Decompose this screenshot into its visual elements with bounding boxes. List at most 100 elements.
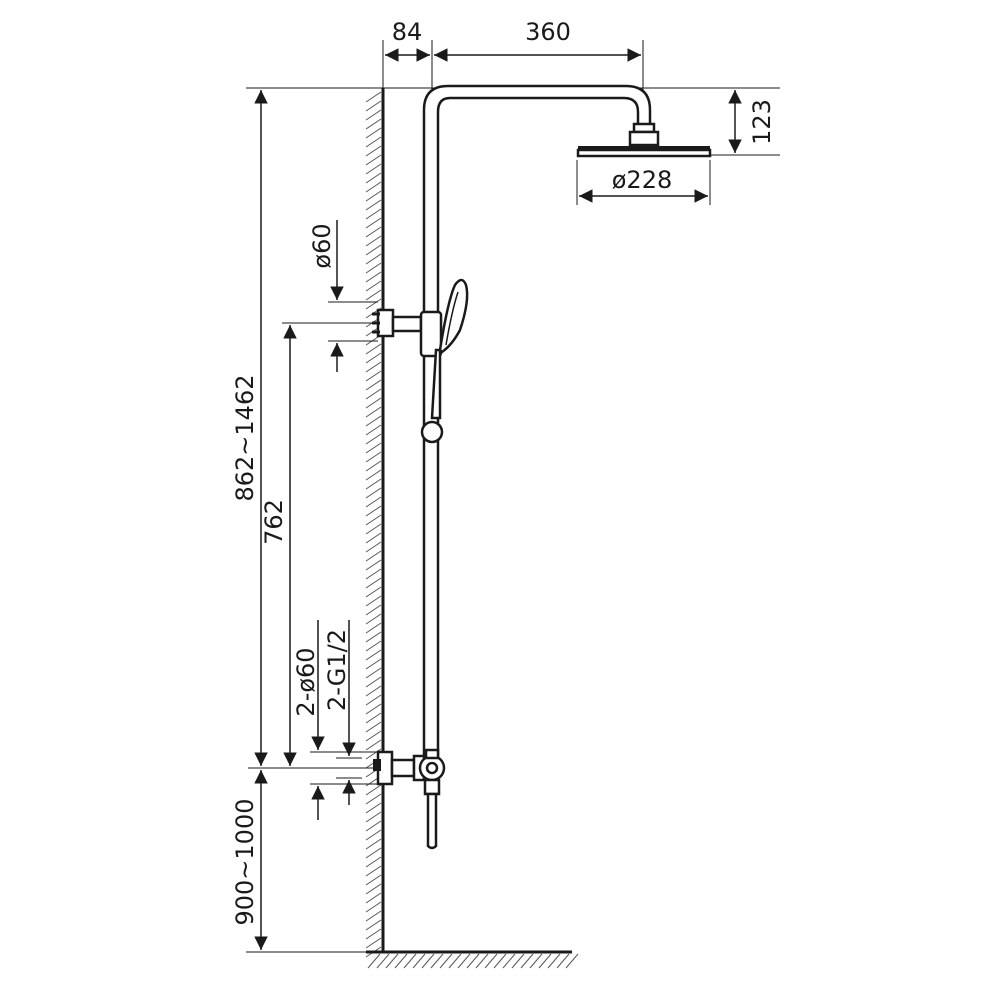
- wall-hatch-line: [365, 550, 382, 562]
- slider-knob: [420, 420, 444, 444]
- wall-hatch-line: [365, 703, 382, 715]
- total-height-label: 862~1462: [231, 375, 259, 502]
- floor-hatch-line: [430, 953, 444, 969]
- diverter-knob: [425, 761, 439, 775]
- wall-hatch-line: [365, 883, 382, 895]
- wall-hatch-line: [365, 109, 382, 121]
- wall-hatch-line: [365, 676, 382, 688]
- wall: [365, 88, 385, 958]
- wall-hatch-line: [365, 136, 382, 148]
- holder-arm: [391, 315, 423, 333]
- wall-hatch-line: [365, 217, 382, 229]
- floor-hatch-line: [520, 953, 534, 969]
- hand-shower-handle: [430, 348, 442, 420]
- floor: [366, 950, 579, 969]
- outlet-nut: [423, 778, 441, 796]
- wall-hatch-line: [365, 388, 382, 400]
- arm-reach-label: 360: [525, 18, 571, 46]
- wall-hatch-line: [365, 397, 382, 409]
- diverter-valve: [373, 748, 446, 850]
- overhead-shower-head: [576, 122, 712, 158]
- shower-column: [372, 84, 712, 850]
- wall-hatch-line: [365, 415, 382, 427]
- wall-hatch-line: [365, 118, 382, 130]
- wall-hatch-line: [365, 460, 382, 472]
- wall-hatch-line: [365, 505, 382, 517]
- wall-hatch-line: [365, 847, 382, 859]
- wall-hatch-line: [365, 298, 382, 310]
- wall-hatch-line: [365, 739, 382, 751]
- floor-hatch-line: [376, 953, 390, 969]
- wall-hatch-line: [365, 379, 382, 391]
- floor-hatching: [367, 953, 579, 969]
- floor-hatch-line: [385, 953, 399, 969]
- wall-hatch-line: [365, 226, 382, 238]
- wall-hatch-line: [365, 838, 382, 850]
- head-ball-joint: [628, 130, 660, 147]
- wall-hatch-line: [365, 910, 382, 922]
- wall-hatch-line: [365, 748, 382, 760]
- holder-clamp: [419, 310, 443, 358]
- wall-hatch-line: [365, 622, 382, 634]
- head-diameter-label: ø228: [612, 166, 673, 194]
- wall-hatch-line: [365, 730, 382, 742]
- wall-hatch-line: [365, 658, 382, 670]
- wall-hatch-line: [365, 604, 382, 616]
- wall-hatch-line: [365, 667, 382, 679]
- wall-hatch-line: [365, 865, 382, 877]
- floor-hatch-line: [457, 953, 471, 969]
- wall-offset-label: 84: [392, 18, 423, 46]
- wall-hatch-line: [365, 433, 382, 445]
- wall-hatch-line: [365, 640, 382, 652]
- floor-hatch-line: [493, 953, 507, 969]
- wall-hatch-line: [365, 469, 382, 481]
- floor-hatch-line: [403, 953, 417, 969]
- wall-hatch-line: [365, 514, 382, 526]
- wall-hatch-line: [365, 262, 382, 274]
- wall-hatch-line: [365, 271, 382, 283]
- inlet-to-holder-label: 762: [260, 499, 288, 545]
- floor-hatch-line: [547, 953, 561, 969]
- wall-hatch-line: [365, 631, 382, 643]
- wall-hatch-line: [365, 163, 382, 175]
- floor-hatch-line: [484, 953, 498, 969]
- wall-hatch-line: [365, 829, 382, 841]
- wall-hatch-line: [365, 685, 382, 697]
- wall-hatch-line: [365, 100, 382, 112]
- wall-hatch-line: [365, 928, 382, 940]
- wall-hatch-line: [365, 649, 382, 661]
- wall-hatch-line: [365, 820, 382, 832]
- riser-bottom-nut: [424, 748, 440, 760]
- wall-hatch-line: [365, 478, 382, 490]
- wall-hatch-line: [365, 442, 382, 454]
- floor-hatch-line: [502, 953, 516, 969]
- wall-hatch-line: [365, 208, 382, 220]
- wall-hatch-line: [365, 532, 382, 544]
- wall-hatch-line: [365, 343, 382, 355]
- wall-hatch-line: [365, 235, 382, 247]
- hand-shower-face-line: [445, 291, 459, 346]
- wall-hatch-line: [365, 190, 382, 202]
- inlet-connector: [390, 758, 416, 778]
- holder-diameter-label: ø60: [308, 223, 336, 268]
- wall-hatch-line: [365, 523, 382, 535]
- bottom-outlet-spout: [426, 792, 438, 850]
- wall-hatch-line: [365, 289, 382, 301]
- head-drop-label: 123: [748, 99, 776, 145]
- wall-hatch-line: [365, 793, 382, 805]
- floor-hatch-line: [538, 953, 552, 969]
- wall-hatch-line: [365, 721, 382, 733]
- wall-hatch-line: [365, 181, 382, 193]
- wall-hatch-line: [365, 253, 382, 265]
- floor-hatch-line: [475, 953, 489, 969]
- wall-hatch-line: [365, 451, 382, 463]
- wall-hatch-line: [365, 370, 382, 382]
- wall-hatch-line: [365, 937, 382, 949]
- dimension-lines: [254, 48, 742, 950]
- wall-hatch-line: [365, 127, 382, 139]
- floor-hatch-line: [448, 953, 462, 969]
- hand-shower-head: [438, 278, 469, 354]
- inlet-plate-diameter-label: 2-ø60: [292, 647, 320, 716]
- wall-hatch-line: [365, 172, 382, 184]
